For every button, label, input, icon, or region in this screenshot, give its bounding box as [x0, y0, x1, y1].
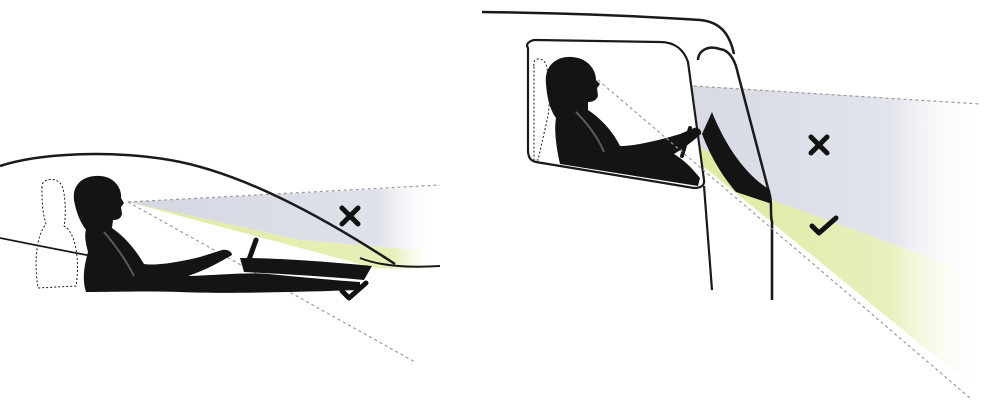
car-seat: [36, 179, 77, 288]
truck-door-edge: [704, 186, 712, 290]
car-panel: [0, 154, 440, 362]
truck-panel: [482, 12, 986, 398]
